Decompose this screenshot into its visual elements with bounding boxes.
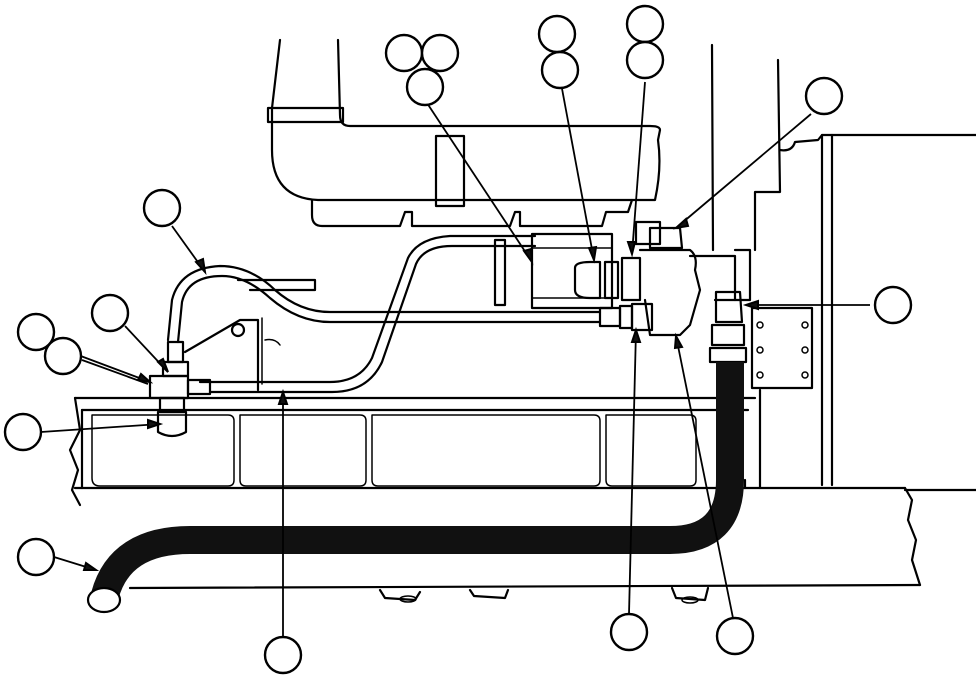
callout-18 [715,616,755,656]
exhaust-elbow-duct [266,38,662,228]
callout-2 [420,33,460,73]
callout-14 [16,537,56,577]
callout-6 [625,4,665,44]
fittings-left [148,340,212,438]
callout-17 [609,612,649,652]
callout-15 [873,285,913,325]
arrowheads [82,217,759,571]
filter-housing [493,220,752,337]
callout-7 [625,40,665,80]
callout-4 [537,14,577,54]
callout-3 [405,67,445,107]
engine-block [68,396,976,604]
callout-11 [16,312,56,352]
callout-12 [43,336,83,376]
callout-16 [263,635,303,675]
callout-group [3,4,913,675]
callout-9 [142,188,182,228]
flywheel-housing [710,43,976,490]
large-hose [86,362,744,614]
callout-8 [804,76,844,116]
callout-1 [384,33,424,73]
mounting-bracket [183,278,317,392]
callout-10 [90,293,130,333]
callout-5 [540,50,580,90]
fittings-right [598,290,748,364]
callout-13 [3,412,43,452]
fuel-line-upper [166,234,602,394]
